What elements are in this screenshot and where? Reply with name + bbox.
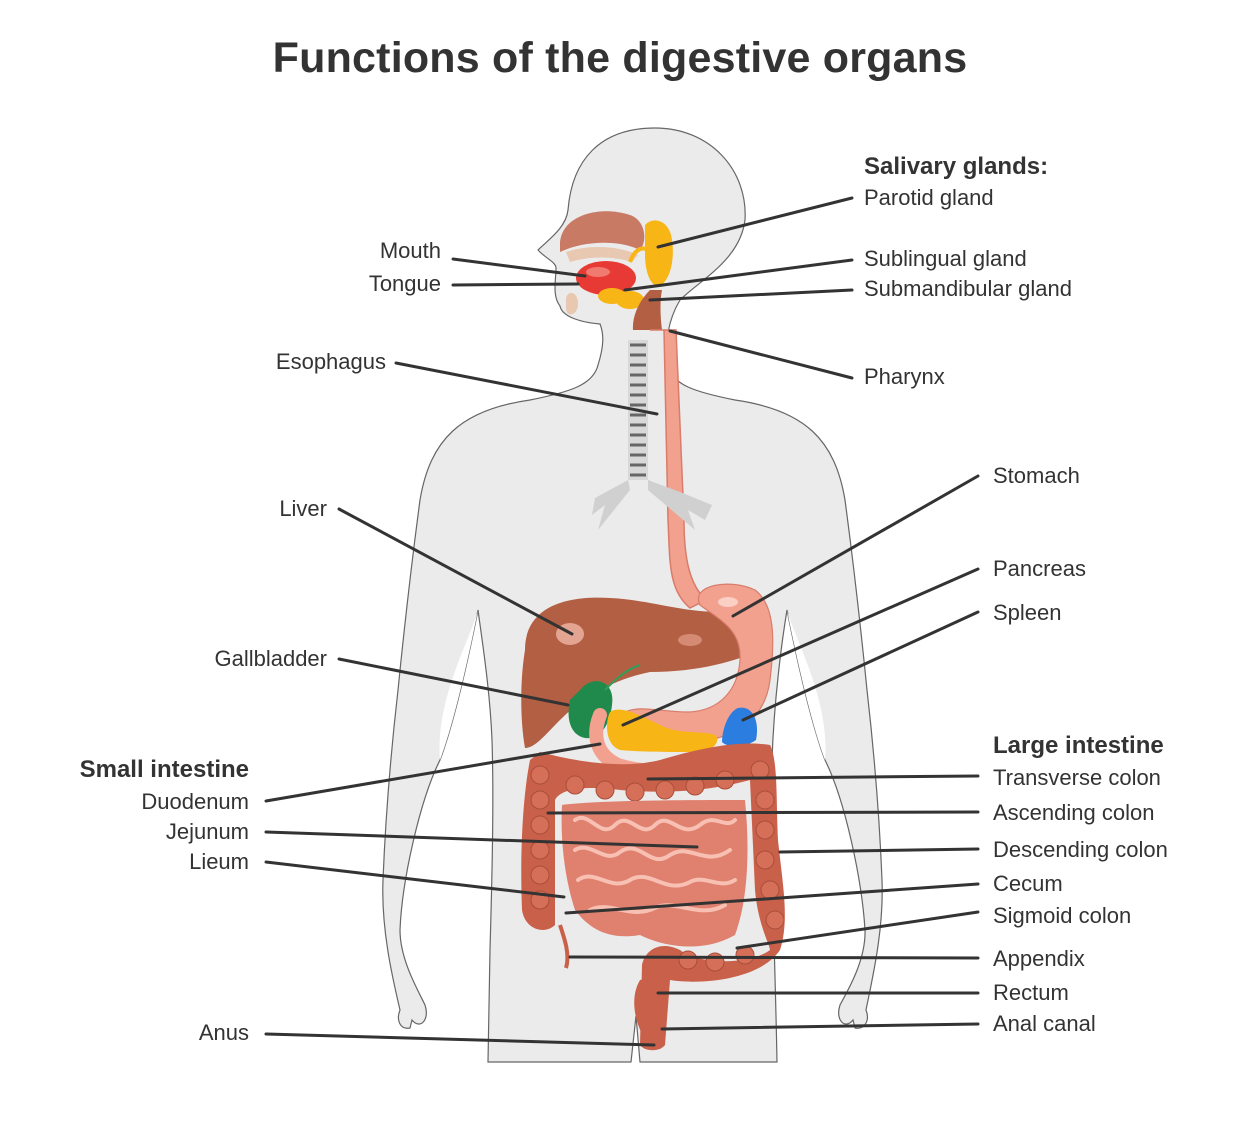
label-jejunum: Jejunum	[165, 819, 249, 844]
label-rectum: Rectum	[993, 980, 1069, 1005]
label-ileum: Lieum	[189, 849, 249, 874]
appendix-shape	[558, 924, 570, 969]
label-duodenum: Duodenum	[141, 789, 249, 814]
label-parotid-gland: Parotid gland	[864, 185, 994, 210]
label-sublingual-gland: Sublingual gland	[864, 246, 1027, 271]
label-tongue: Tongue	[368, 271, 441, 296]
label-anus: Anus	[198, 1020, 249, 1045]
small-intestine	[561, 800, 748, 947]
label-descending-colon: Descending colon	[993, 837, 1168, 862]
label-submandibular-gland: Submandibular gland	[864, 276, 1072, 301]
label-cecum: Cecum	[993, 871, 1063, 896]
label-esophagus: Esophagus	[275, 349, 386, 374]
mouth-region	[560, 211, 645, 315]
salivary-glands	[598, 220, 673, 309]
leader-lines	[264, 196, 980, 1047]
label-gallbladder: Gallbladder	[214, 646, 327, 671]
label-pharynx: Pharynx	[864, 364, 945, 389]
label-liver: Liver	[279, 496, 327, 521]
label-transverse-colon: Transverse colon	[993, 765, 1161, 790]
label-mouth: Mouth	[379, 238, 441, 263]
large-intestine-header: Large intestine	[993, 732, 1164, 759]
salivary-glands-header: Salivary glands:	[864, 153, 1049, 180]
label-stomach: Stomach	[993, 463, 1080, 488]
small-intestine-header: Small intestine	[79, 756, 249, 783]
label-sigmoid-colon: Sigmoid colon	[993, 903, 1132, 928]
large-intestine	[521, 743, 785, 1051]
label-anal-canal: Anal canal	[993, 1011, 1096, 1036]
label-spleen: Spleen	[993, 600, 1062, 625]
diagram-title: Functions of the digestive organs	[272, 34, 968, 82]
label-ascending-colon: Ascending colon	[993, 800, 1155, 825]
label-appendix: Appendix	[993, 946, 1085, 971]
label-pancreas: Pancreas	[993, 556, 1086, 581]
